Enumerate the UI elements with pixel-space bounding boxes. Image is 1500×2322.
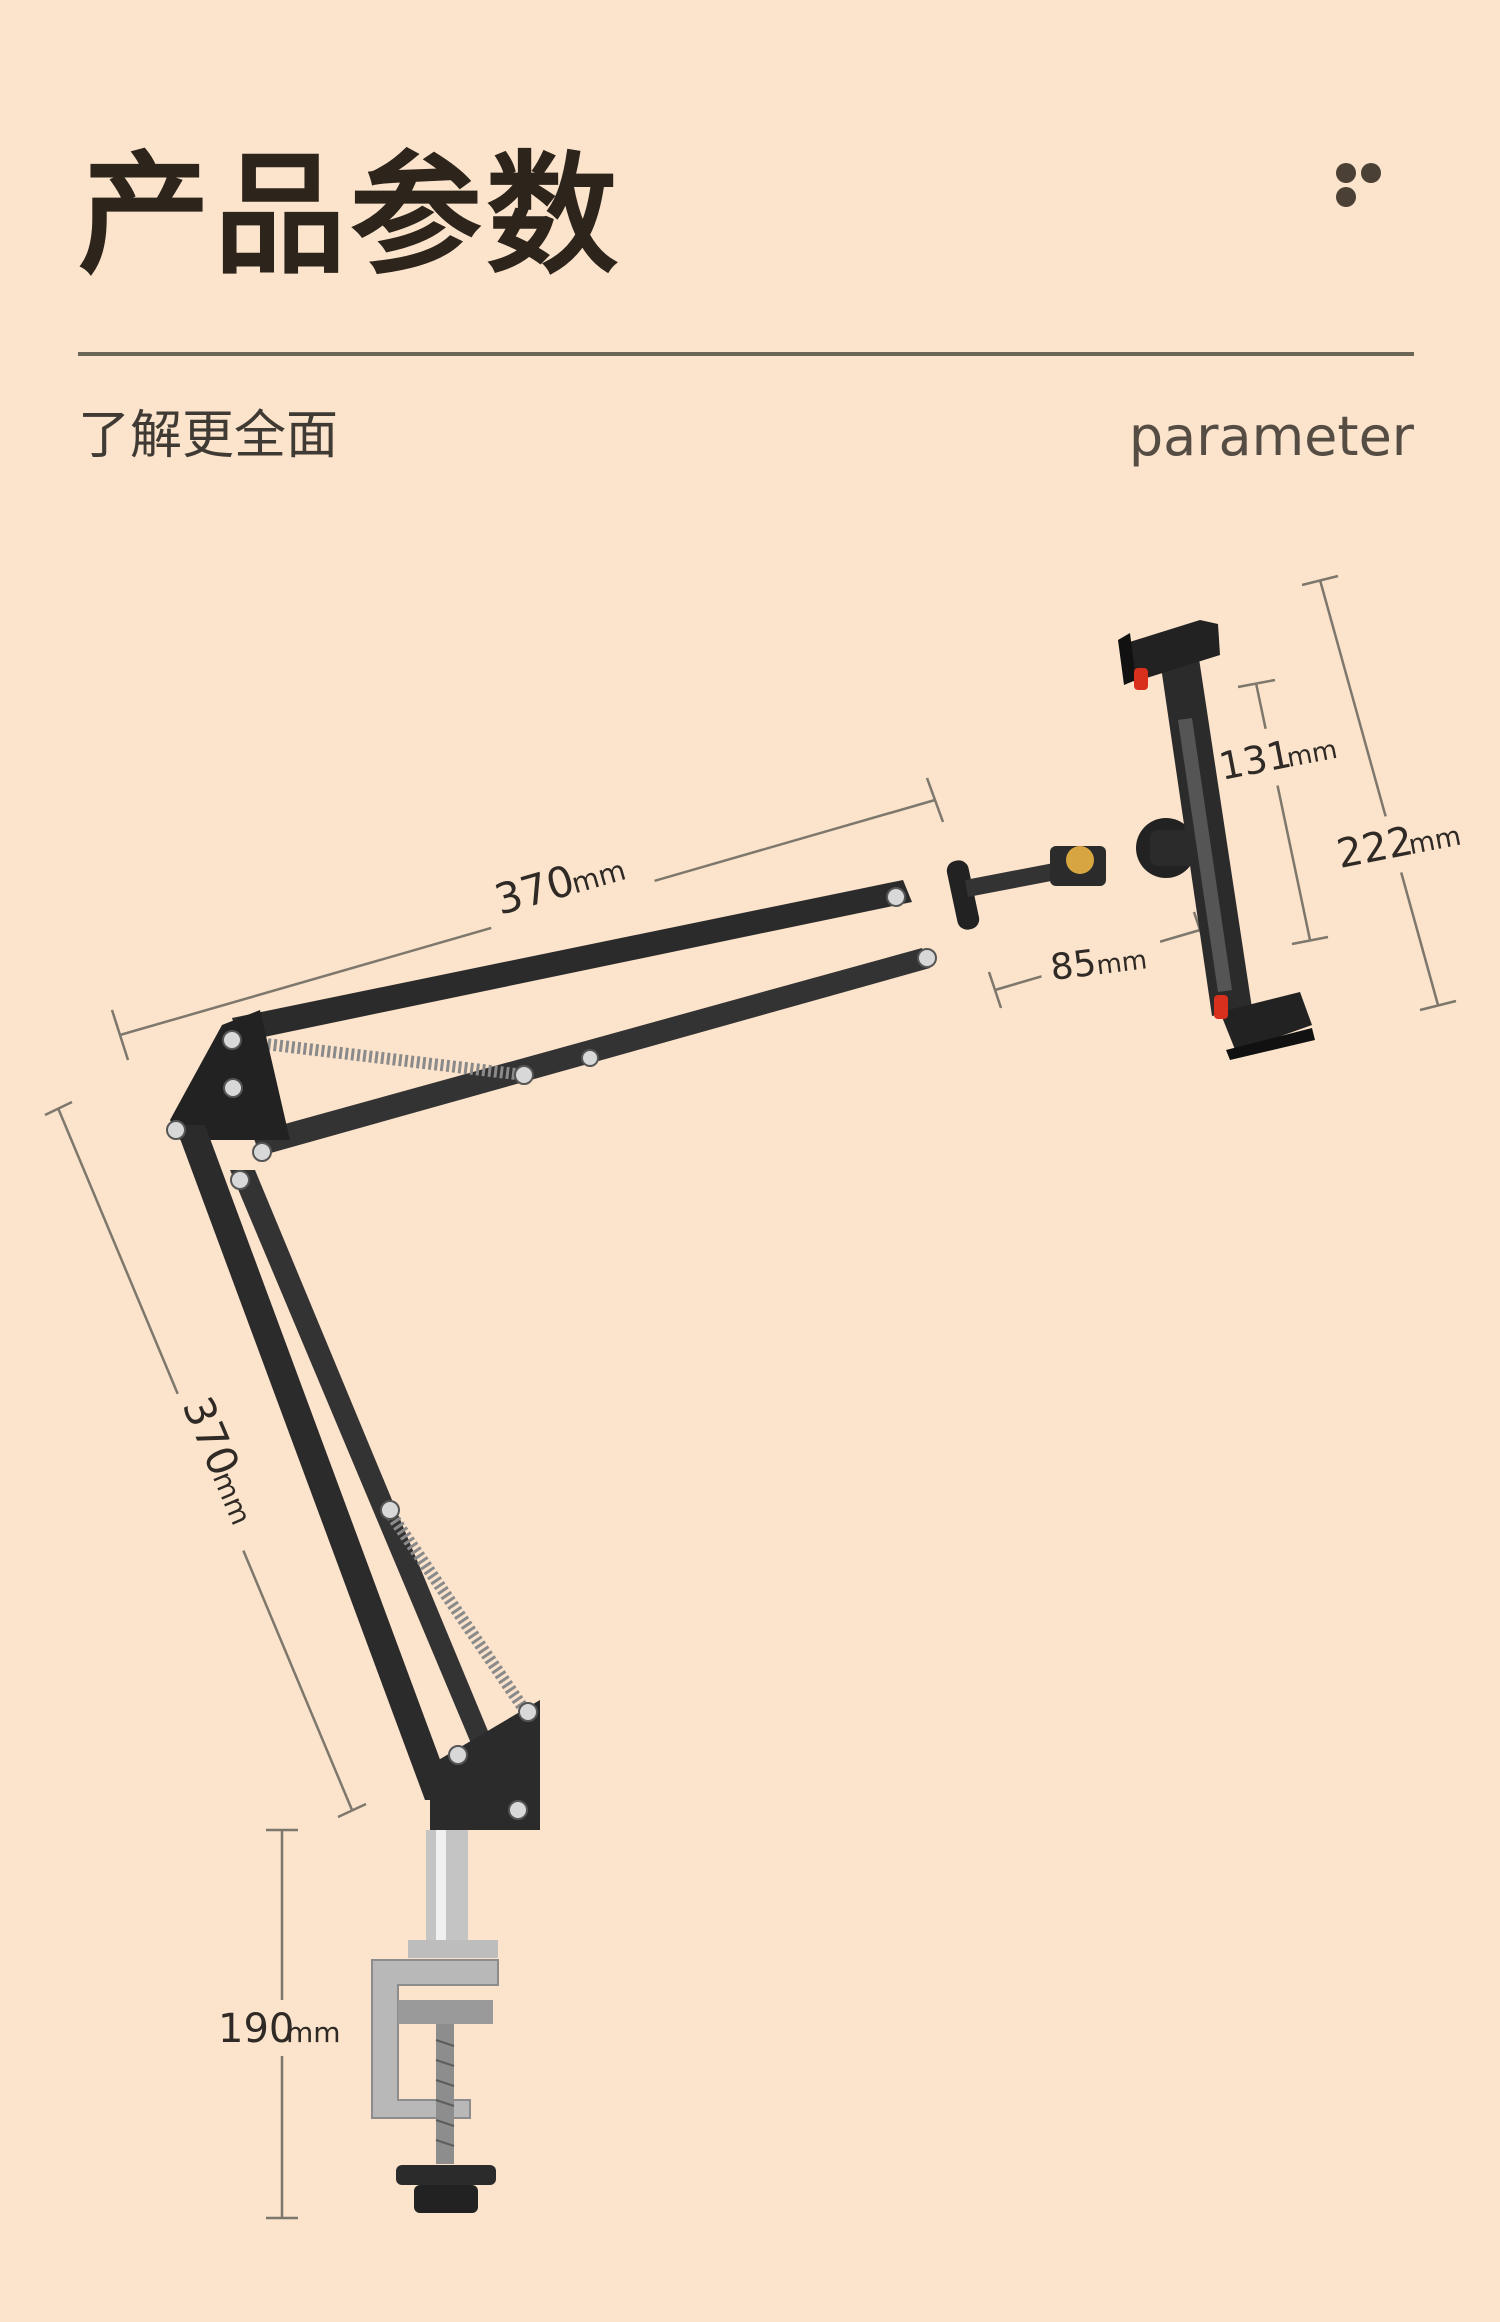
holder-depth-unit: mm <box>1095 945 1149 981</box>
clamp-max-dimension: 222 mm <box>1322 800 1481 886</box>
holder-depth-dimension: 85 mm <box>1037 926 1165 996</box>
clamp-min-dimension: 131 mm <box>1204 713 1353 798</box>
page-title: 产品参数 <box>78 139 622 293</box>
desk-clamp <box>371 1830 499 2213</box>
lower-arm-dimension: 370 mm <box>160 1375 287 1558</box>
tablet-holder <box>1050 620 1315 1060</box>
holder-depth-length: 85 <box>1048 943 1098 989</box>
desk-clamp-dimension: 190 mm <box>210 2000 350 2056</box>
top-release-button <box>1134 668 1148 690</box>
arm-joints <box>166 887 937 1820</box>
scissor-arm <box>166 857 1088 1830</box>
section-subtitle: 了解更全面 <box>78 406 339 466</box>
dimension-lines <box>44 574 1457 2220</box>
bottom-release-button <box>1214 995 1228 1019</box>
section-subtitle-en: parameter <box>1128 405 1414 468</box>
desk-clamp-length: 190 <box>218 2006 294 2052</box>
desk-clamp-unit: mm <box>286 2016 341 2049</box>
divider <box>78 352 1414 356</box>
upper-arm-dimension: 370 mm <box>475 827 657 936</box>
more-dots-icon <box>1336 163 1408 207</box>
